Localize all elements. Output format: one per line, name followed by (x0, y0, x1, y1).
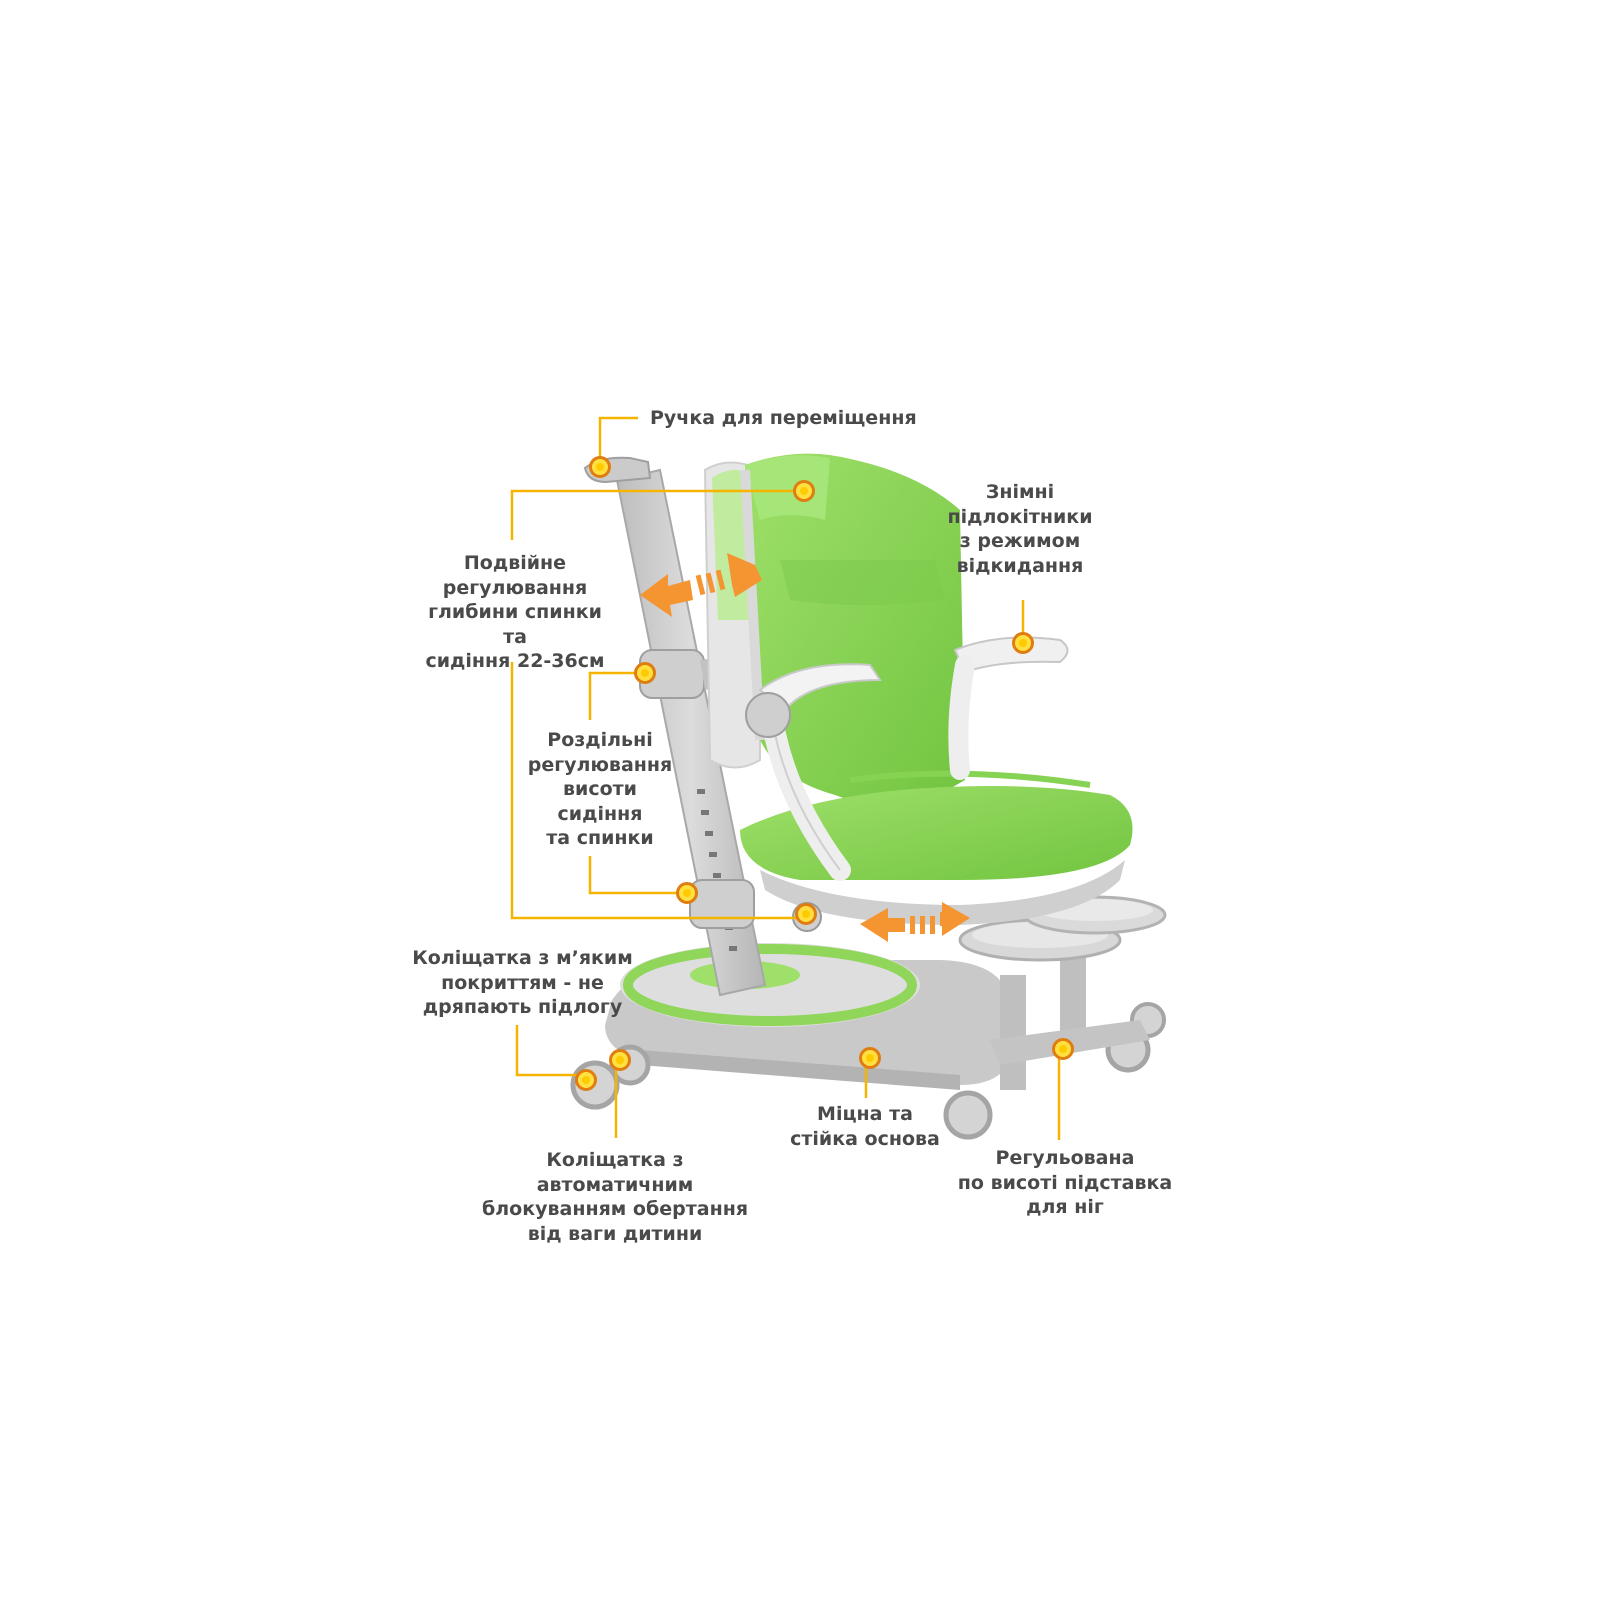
callout-lines (510, 416, 1061, 1140)
wheels (570, 1002, 1166, 1140)
armrests (745, 636, 1069, 881)
sun-icon (793, 480, 815, 502)
sun-icon (1052, 1038, 1074, 1060)
chair-base (605, 943, 1010, 1090)
double-arrow-icon (640, 553, 762, 617)
label-footrest: Регульована по висоті підставка для ніг (957, 1147, 1173, 1218)
footrest (958, 895, 1167, 1090)
label-soft-wheels: Коліщатка з м’яким покриттям - не дряпаю… (412, 947, 633, 1018)
label-height-adjustment: Роздільні регулювання висоти сидіння та … (527, 729, 673, 849)
sun-icon (634, 662, 656, 684)
label-armrests: Знімні підлокітники з режимом відкидання (947, 481, 1093, 577)
sun-icon (1012, 632, 1034, 654)
sun-icon (609, 1049, 631, 1071)
label-depth-adjustment: Подвійне регулювання глибини спинки та с… (425, 552, 605, 672)
sun-icon (589, 456, 611, 478)
label-handle: Ручка для переміщення (650, 407, 917, 429)
sun-icon (575, 1069, 597, 1091)
label-lock-wheels: Коліщатка з автоматичним блокуванням обе… (481, 1149, 749, 1245)
sun-icon (795, 903, 817, 925)
double-arrow-icon (860, 902, 970, 942)
sun-icon (676, 882, 698, 904)
sun-icon (859, 1047, 881, 1069)
backrest (703, 453, 965, 805)
label-base: Міцна та стійка основа (790, 1103, 940, 1150)
